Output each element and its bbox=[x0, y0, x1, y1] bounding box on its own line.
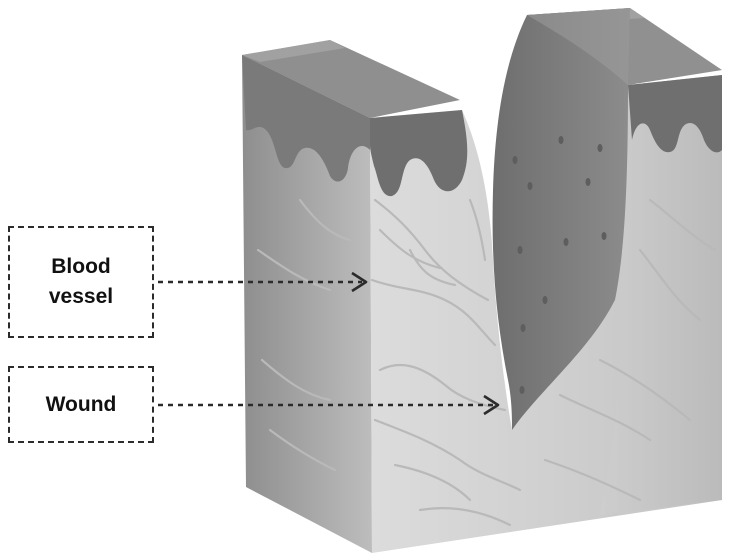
wound-label: Wound bbox=[45, 392, 117, 416]
wound-cavity bbox=[492, 8, 630, 430]
wound-callout: Wound bbox=[8, 366, 154, 443]
epidermis-left-side bbox=[242, 55, 370, 182]
blood-vessel-label-line1: Blood bbox=[51, 255, 111, 278]
skin-top-surface-left bbox=[242, 40, 460, 118]
wound-pointer bbox=[158, 394, 500, 416]
tissue-right-face bbox=[600, 75, 722, 515]
blood-vessel-callout: Blood vessel bbox=[8, 226, 154, 338]
epidermis-right bbox=[628, 75, 722, 153]
arrowhead-wound bbox=[483, 394, 500, 416]
arrowhead-blood-vessel bbox=[351, 271, 368, 293]
blood-vessels bbox=[256, 198, 717, 527]
wound-dots bbox=[512, 136, 607, 394]
blood-vessel-pointer bbox=[158, 271, 368, 293]
blood-vessel-label-line2: vessel bbox=[48, 285, 114, 308]
epidermis-front bbox=[370, 110, 468, 197]
